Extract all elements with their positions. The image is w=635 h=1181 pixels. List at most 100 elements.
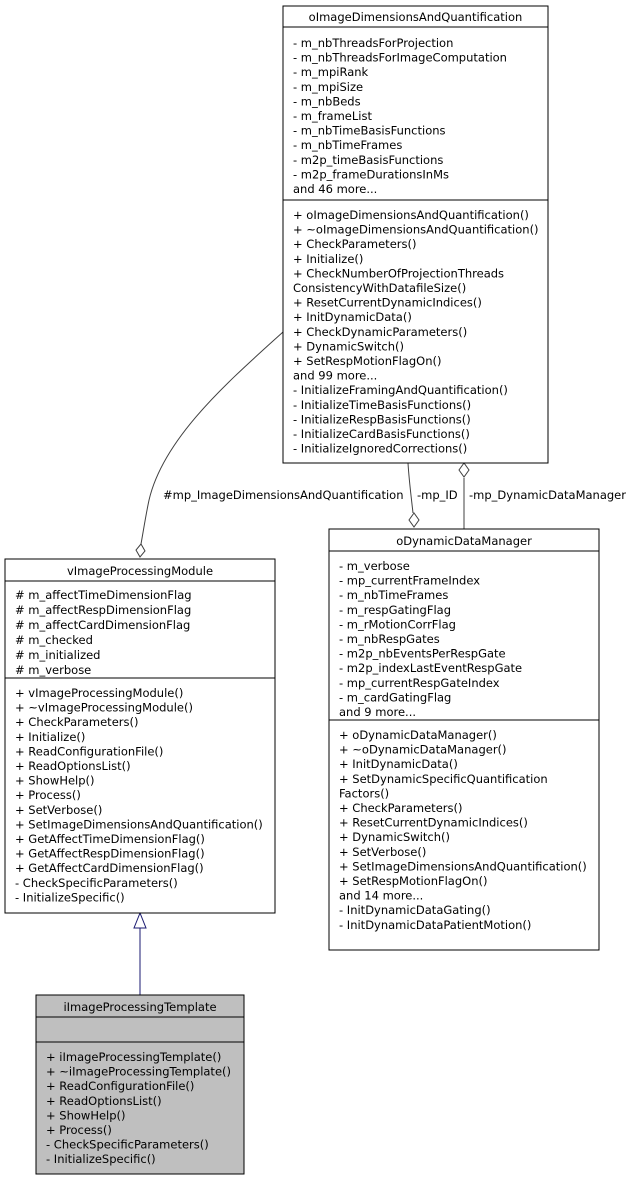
class-attribute: - m_rMotionCorrFlag: [339, 617, 456, 631]
class-method: + InitDynamicData(): [339, 757, 458, 771]
class-box-frame: [4, 558, 276, 914]
class-attribute: - m_nbTimeBasisFunctions: [293, 124, 446, 138]
class-method: + SetRespMotionFlagOn(): [293, 354, 441, 368]
class-attribute: and 9 more...: [339, 705, 416, 719]
class-method: + SetImageDimensionsAndQuantification(): [339, 859, 587, 873]
class-box-image-processing-module[interactable]: vImageProcessingModule # m_affectTimeDime…: [4, 558, 276, 914]
class-method: - InitializeTimeBasisFunctions(): [293, 398, 471, 412]
class-method: + GetAffectRespDimensionFlag(): [15, 847, 205, 861]
class-method: + SetImageDimensionsAndQuantification(): [15, 817, 263, 831]
class-method: + Process(): [15, 788, 81, 802]
class-method: + ReadConfigurationFile(): [46, 1079, 194, 1093]
class-method: - CheckSpecificParameters(): [15, 876, 178, 890]
class-method: and 14 more...: [339, 889, 423, 903]
class-attribute: - m_nbBeds: [293, 94, 361, 108]
aggregation-diamond-mp-dynamic-data-manager: [458, 462, 470, 478]
class-method: and 99 more...: [293, 369, 377, 383]
class-attribute: # m_checked: [15, 633, 93, 647]
class-method: + iImageProcessingTemplate(): [46, 1050, 221, 1064]
class-method: + Initialize(): [293, 252, 363, 266]
class-method: + ResetCurrentDynamicIndices(): [293, 296, 482, 310]
class-method: + ReadConfigurationFile(): [15, 744, 163, 758]
class-attribute: - m2p_frameDurationsInMs: [293, 167, 449, 181]
class-attribute: - m2p_nbEventsPerRespGate: [339, 647, 506, 661]
class-method: + CheckNumberOfProjectionThreads: [293, 266, 504, 280]
class-attribute: - m_nbRespGates: [339, 632, 440, 646]
class-method: + GetAffectTimeDimensionFlag(): [15, 832, 205, 846]
class-attribute: - m_cardGatingFlag: [339, 690, 451, 704]
class-attribute: - m_mpiRank: [293, 65, 369, 79]
class-attribute: - m_respGatingFlag: [339, 603, 451, 617]
class-method: - InitDynamicDataPatientMotion(): [339, 918, 531, 932]
class-method: - InitDynamicDataGating(): [339, 903, 491, 917]
class-method: + Process(): [46, 1123, 112, 1137]
edge-image-dimensions-to-image-processing-module: [140, 331, 284, 545]
aggregation-diamond-mp-id: [408, 512, 420, 528]
edge-label-mp-image-dimensions: #mp_ImageDimensionsAndQuantification: [163, 488, 404, 502]
edge-label-mp-id: -mp_ID: [417, 488, 458, 502]
class-method: + CheckParameters(): [293, 237, 416, 251]
class-method: + InitDynamicData(): [293, 310, 412, 324]
class-name: vImageProcessingModule: [67, 564, 213, 578]
class-box-frame: [282, 5, 549, 464]
class-method: + SetRespMotionFlagOn(): [339, 874, 487, 888]
class-method: - InitializeRespBasisFunctions(): [293, 412, 471, 426]
class-attribute: - m2p_timeBasisFunctions: [293, 153, 443, 167]
class-box-dynamic-data-manager[interactable]: oDynamicDataManager- m_verbose- mp_curre…: [328, 528, 600, 951]
class-name: oImageDimensionsAndQuantification: [309, 10, 523, 24]
class-attribute: # m_initialized: [15, 648, 100, 662]
class-method: + DynamicSwitch(): [293, 339, 404, 353]
edge-mp-id: [407, 462, 414, 514]
class-method: ConsistencyWithDatafileSize(): [293, 281, 466, 295]
class-method: + ~oDynamicDataManager(): [339, 743, 507, 757]
class-attribute: # m_verbose: [15, 663, 91, 677]
class-method: + ReadOptionsList(): [46, 1094, 162, 1108]
class-method: + ShowHelp(): [46, 1108, 126, 1122]
class-attribute: - m_mpiSize: [293, 80, 363, 94]
class-attribute: # m_affectRespDimensionFlag: [15, 603, 191, 617]
class-method: + ~vImageProcessingModule(): [15, 701, 193, 715]
class-name: iImageProcessingTemplate: [63, 1000, 216, 1014]
class-method: + CheckParameters(): [15, 715, 138, 729]
class-method: - InitializeSpecific(): [46, 1152, 156, 1166]
class-method: + ~iImageProcessingTemplate(): [46, 1065, 231, 1079]
class-attribute: - m_nbTimeFrames: [339, 588, 448, 602]
aggregation-diamond-image-processing-module: [135, 543, 146, 558]
class-method: - InitializeCardBasisFunctions(): [293, 427, 470, 441]
class-method: + ResetCurrentDynamicIndices(): [339, 816, 528, 830]
class-method: + ~oImageDimensionsAndQuantification(): [293, 223, 539, 237]
class-method: + ReadOptionsList(): [15, 759, 131, 773]
class-method: + DynamicSwitch(): [339, 830, 450, 844]
class-method: + vImageProcessingModule(): [15, 686, 183, 700]
relationship-edges: #mp_ImageDimensionsAndQuantification -mp…: [133, 331, 626, 995]
class-attribute: # m_affectTimeDimensionFlag: [15, 588, 192, 602]
inheritance-triangle: [133, 911, 147, 929]
class-attribute: - mp_currentRespGateIndex: [339, 676, 500, 690]
class-attribute: # m_affectCardDimensionFlag: [15, 618, 190, 632]
class-method: - InitializeSpecific(): [15, 890, 125, 904]
class-box-frame: [35, 994, 245, 1175]
class-attribute: - m2p_indexLastEventRespGate: [339, 661, 522, 675]
class-method: + SetDynamicSpecificQuantification: [339, 772, 548, 786]
class-method: + SetVerbose(): [15, 803, 102, 817]
class-boxes: oImageDimensionsAndQuantification - m_nbT…: [4, 5, 600, 1175]
class-method: + ShowHelp(): [15, 774, 95, 788]
class-method: + GetAffectCardDimensionFlag(): [15, 861, 204, 875]
class-method: + oDynamicDataManager(): [339, 728, 497, 742]
class-box-image-processing-template[interactable]: iImageProcessingTemplate + iImageProcessi…: [35, 994, 245, 1175]
class-method: - CheckSpecificParameters(): [46, 1138, 209, 1152]
class-attribute: - m_nbTimeFrames: [293, 138, 402, 152]
edge-label-mp-dynamic-data-manager: -mp_DynamicDataManager: [469, 488, 626, 502]
class-attribute: - m_frameList: [293, 109, 372, 123]
class-attribute: and 46 more...: [293, 182, 377, 196]
class-method: Factors(): [339, 786, 389, 800]
class-attribute: - m_nbThreadsForImageComputation: [293, 51, 507, 65]
class-method: + CheckParameters(): [339, 801, 462, 815]
class-method: - InitializeFramingAndQuantification(): [293, 383, 508, 397]
class-name: oDynamicDataManager: [396, 534, 532, 548]
class-method: + Initialize(): [15, 730, 85, 744]
class-method: + SetVerbose(): [339, 845, 426, 859]
class-box-image-dimensions[interactable]: oImageDimensionsAndQuantification - m_nbT…: [282, 5, 549, 464]
class-method: + CheckDynamicParameters(): [293, 325, 467, 339]
